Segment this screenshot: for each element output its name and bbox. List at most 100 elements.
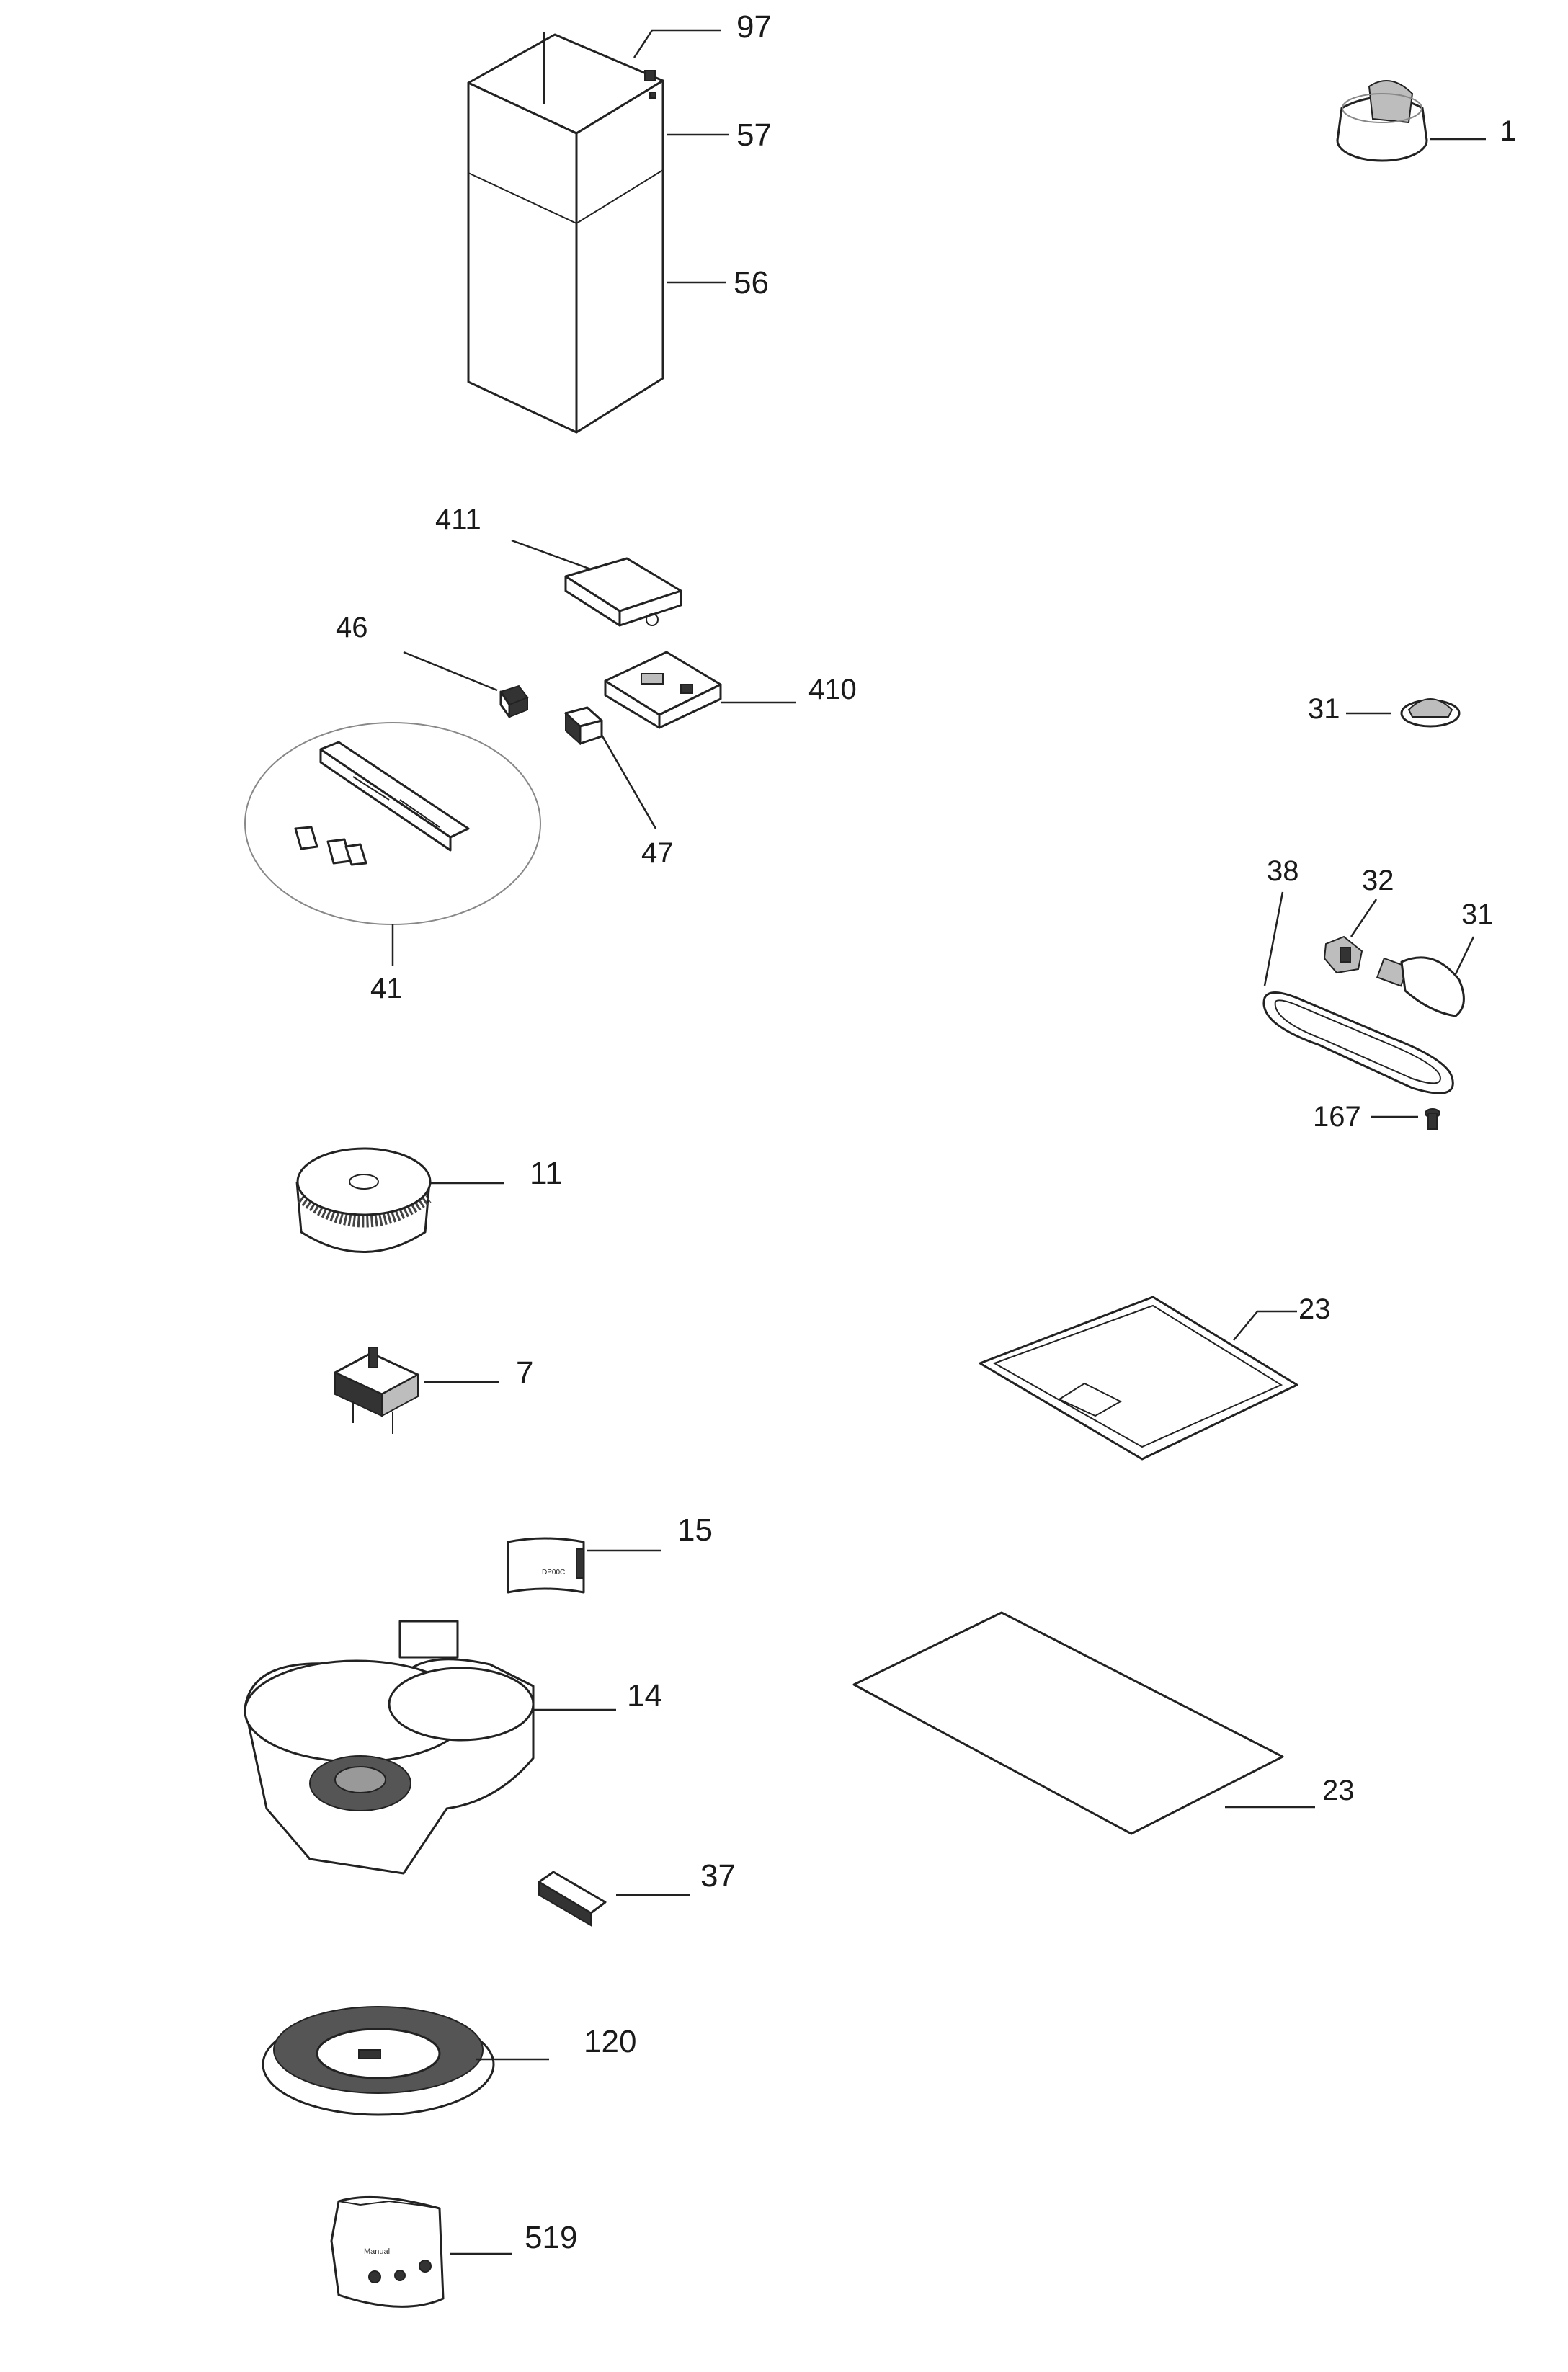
callout-56: 56: [734, 265, 769, 300]
impeller-hub: [349, 1174, 379, 1190]
bag-screw: [368, 2270, 381, 2283]
part-switch-46: [499, 685, 529, 718]
filter-label: [358, 2049, 381, 2059]
callout-411: 411: [435, 504, 481, 535]
part-control-panel: [294, 741, 470, 866]
callout-7: 7: [516, 1355, 533, 1391]
clip-front: [538, 1881, 592, 1927]
leader-46: [403, 651, 498, 692]
filter-inner: [992, 1304, 1283, 1448]
bag-seal: [338, 2200, 440, 2209]
box-component: [680, 684, 693, 694]
panel-face: [319, 748, 452, 852]
plate-part-code: DP00C: [542, 1569, 565, 1577]
callout-31-top: 31: [1308, 693, 1340, 725]
leader-31-bottom: [1454, 936, 1475, 975]
callout-1: 1: [1500, 115, 1516, 147]
part-lamp-holder: [1336, 80, 1428, 162]
callout-41: 41: [370, 973, 403, 1004]
filter-handle: [1057, 1382, 1123, 1417]
callout-167: 167: [1313, 1101, 1361, 1133]
chimney-screw: [649, 92, 656, 99]
part-accessory-bag: Manual: [330, 2195, 445, 2308]
part-switch-47: [564, 706, 603, 746]
part-screw-167: [1425, 1108, 1440, 1130]
chimney-left-face: [467, 81, 578, 434]
part-grease-filter: [979, 1296, 1298, 1461]
part-bulb: [1376, 956, 1465, 1017]
cap-dome: [1407, 698, 1453, 718]
callout-46: 46: [336, 612, 368, 643]
panel-top: [319, 741, 470, 839]
socket-contact: [1340, 947, 1351, 963]
part-lamp-cap: [1400, 698, 1461, 728]
callout-519: 519: [525, 2220, 577, 2255]
panel-knob: [344, 843, 368, 866]
callout-11: 11: [530, 1156, 563, 1191]
bag-body: [330, 2195, 445, 2308]
chimney-right-face: [575, 79, 664, 434]
part-bracket-plate: DP00C: [507, 1537, 585, 1594]
leader-38: [1263, 891, 1284, 986]
part-impeller: [295, 1147, 432, 1253]
plate-body: [507, 1537, 585, 1594]
bag-screw: [419, 2260, 432, 2273]
part-charcoal-filter: [262, 2006, 495, 2116]
part-control-box: [604, 651, 722, 729]
unit-shaft: [368, 1347, 378, 1368]
housing-hub: [334, 1766, 386, 1793]
holder-dome: [1368, 80, 1414, 124]
panel-knob: [294, 826, 318, 850]
leader-97: [633, 29, 721, 58]
leader-411: [511, 539, 592, 571]
part-lamp-gasket: [1262, 991, 1454, 1094]
bag-manual-label: Manual: [364, 2247, 390, 2256]
box-component: [641, 673, 664, 685]
gasket-outer: [1262, 991, 1454, 1094]
housing-ring-right: [388, 1667, 535, 1742]
switch-right: [509, 696, 528, 718]
bag-screw: [394, 2270, 406, 2281]
callout-14: 14: [627, 1678, 662, 1713]
filter-outer: [979, 1296, 1298, 1461]
part-motor-switch: [334, 1347, 419, 1434]
chimney-screw: [644, 70, 656, 81]
screw-shank: [1427, 1113, 1438, 1130]
unit-side: [381, 1373, 419, 1417]
callout-23-top: 23: [1298, 1293, 1331, 1325]
housing-bracket: [398, 1620, 459, 1659]
callout-32: 32: [1362, 865, 1394, 896]
callout-410: 410: [808, 674, 857, 705]
chimney-seam-right: [576, 169, 664, 224]
callout-15: 15: [677, 1512, 713, 1548]
callout-31-bottom: 31: [1461, 899, 1494, 930]
leader-47: [600, 734, 657, 829]
plate-edge: [576, 1548, 584, 1579]
callout-57: 57: [736, 117, 772, 153]
cover-clip: [646, 613, 659, 626]
part-motor-housing: [244, 1620, 535, 1875]
panel-slot: [399, 799, 440, 828]
part-chimney: [467, 32, 664, 434]
callout-97: 97: [736, 9, 772, 45]
callout-38: 38: [1267, 855, 1299, 887]
box-side: [658, 683, 722, 729]
part-lamp-socket: [1323, 935, 1363, 974]
gasket-inner: [1274, 999, 1441, 1084]
part-clip: [538, 1871, 607, 1927]
bulb-glass: [1400, 956, 1465, 1017]
holder-ring: [1342, 93, 1422, 123]
callout-120: 120: [584, 2024, 636, 2059]
callout-47: 47: [641, 837, 674, 869]
part-control-cover: [564, 557, 682, 627]
leader-23-top: [1233, 1310, 1297, 1341]
callout-23-bottom: 23: [1322, 1775, 1355, 1806]
part-group-ellipse: [244, 722, 541, 925]
panel-slot: [352, 776, 390, 801]
callout-37: 37: [700, 1858, 736, 1894]
impeller-top: [296, 1147, 432, 1216]
part-sheet-filter: [852, 1611, 1284, 1835]
chimney-seam-left: [468, 172, 577, 224]
cover-side: [618, 589, 682, 627]
